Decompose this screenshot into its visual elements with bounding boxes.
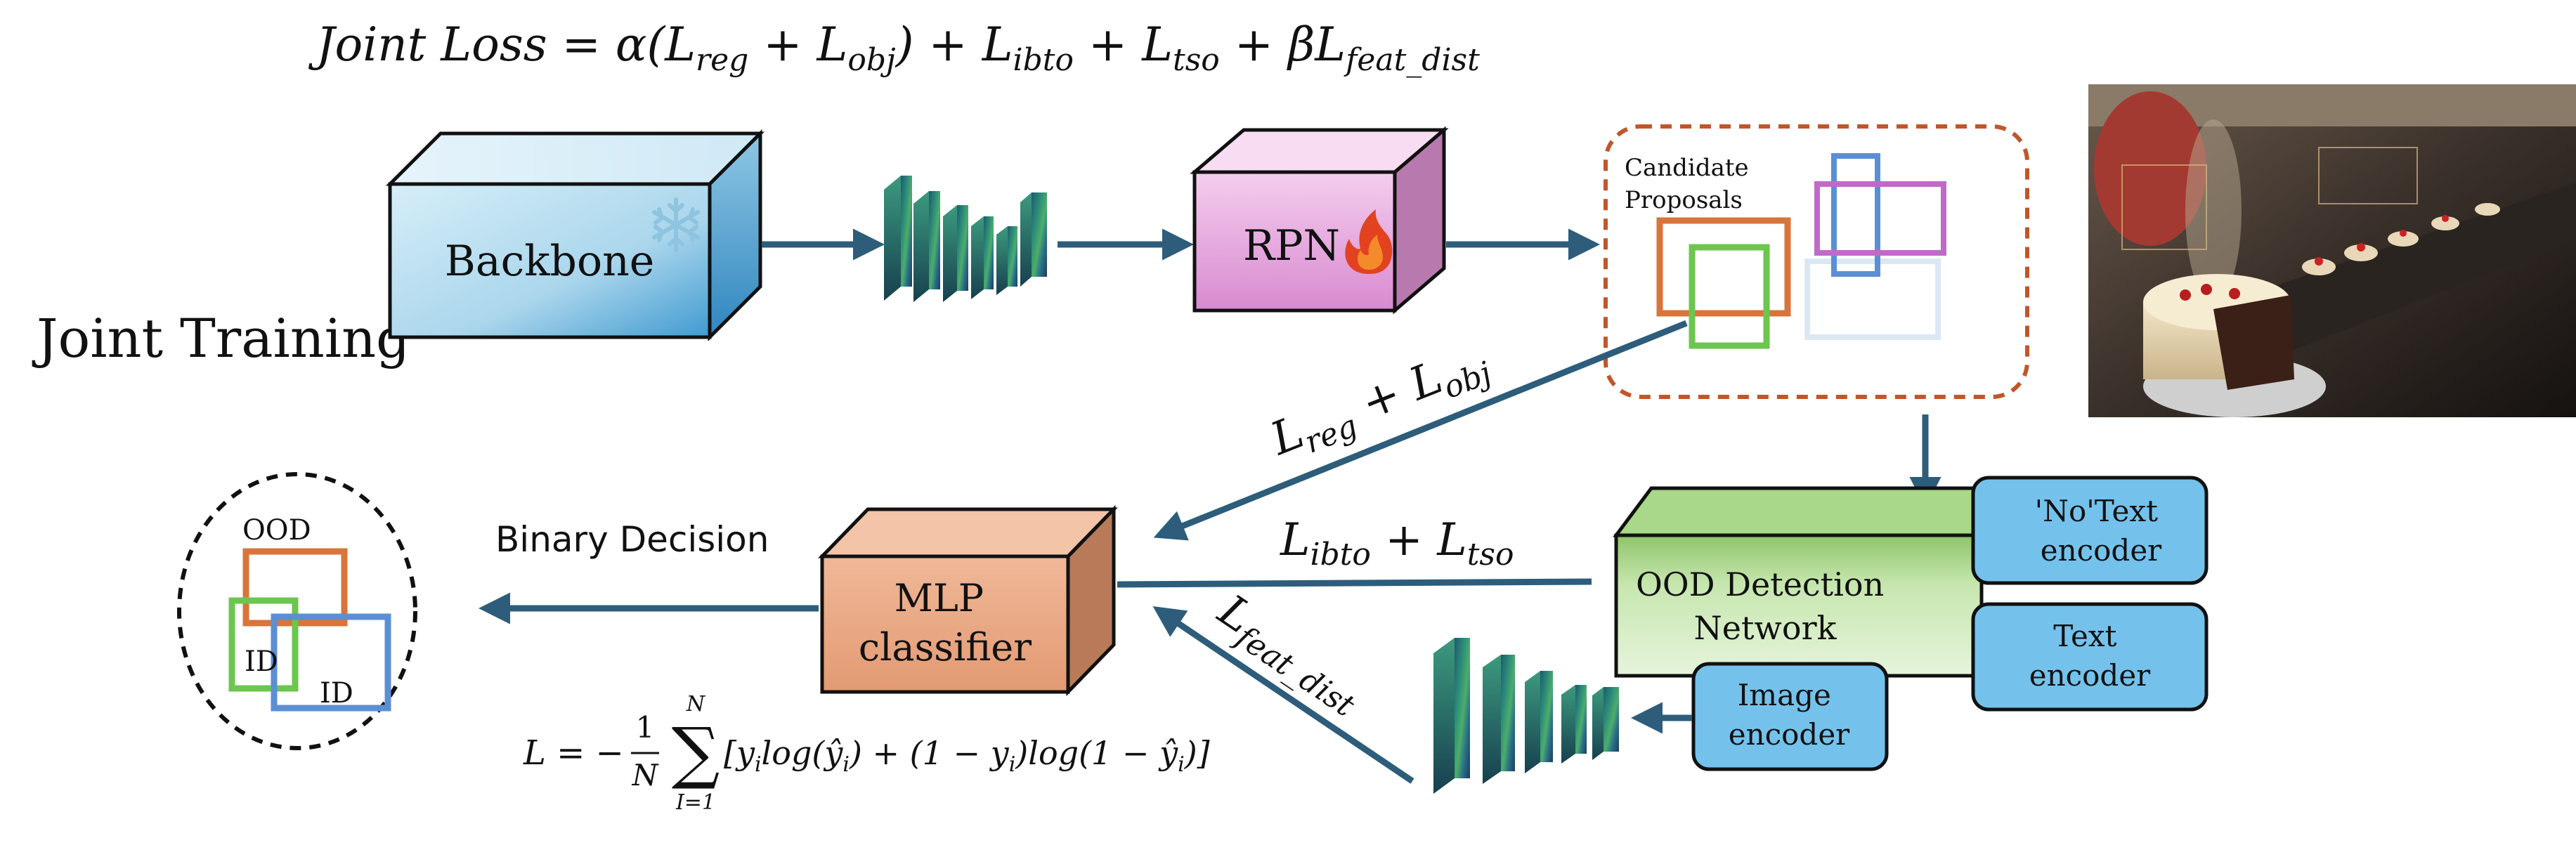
candidate-proposals-label: Candidate Proposals <box>1625 154 1756 214</box>
rpn-block: RPN <box>1190 126 1449 315</box>
proposal-box-light <box>1804 259 1941 340</box>
svg-text:Image encoder: Image encoder <box>1729 678 1850 752</box>
svg-text:'No'Text encoder: 'No'Text encoder <box>2035 494 2168 568</box>
arrow-proposals-to-mlp <box>1153 320 1688 541</box>
svg-text:N: N <box>632 758 659 792</box>
proposal-box-blue <box>1831 153 1880 277</box>
rpn-label: RPN <box>1243 221 1340 270</box>
joint-loss-equation: Joint Loss = α(Lreg + Lobj) + Libto + Lt… <box>308 18 1480 78</box>
no-text-encoder: 'No'Text encoder <box>1971 476 2209 585</box>
loss-feat-dist-label: Lfeat_dist <box>1205 584 1374 724</box>
svg-text:Text encoder: Text encoder <box>2029 619 2151 693</box>
svg-text:L = −: L = − <box>523 733 624 773</box>
candidate-proposals-panel: Candidate Proposals <box>1604 124 2029 399</box>
svg-text:I=1: I=1 <box>675 790 715 815</box>
svg-text:[yilog(ŷi) + (1 − yi)log(1 − ŷ: [yilog(ŷi) + (1 − yi)log(1 − ŷi)] <box>724 734 1210 777</box>
backbone-label: Backbone <box>445 237 655 286</box>
id-label-1: ID <box>245 646 278 678</box>
arrow-ood-to-mlp <box>1117 578 1592 588</box>
id-box-blue <box>271 613 391 712</box>
loss-reg-obj-label: Lreg + Lobj <box>1263 334 1497 472</box>
mlp-label: MLP classifier <box>859 576 1032 669</box>
snowflake-icon <box>652 197 700 252</box>
proposal-box-green <box>1689 244 1770 349</box>
loss-ibto-tso-label: Libto + Ltso <box>1280 514 1514 573</box>
joint-training-label: Joint Training <box>32 307 410 369</box>
image-encoder: Image encoder <box>1691 662 1889 771</box>
ood-network-label: OOD Detection Network <box>1636 565 1894 647</box>
arrow-features-to-mlp <box>1152 606 1414 784</box>
id-label-2: ID <box>320 677 353 709</box>
svg-text:1: 1 <box>636 710 655 745</box>
svg-text:∑: ∑ <box>672 713 720 792</box>
proposal-box-purple <box>1814 181 1946 256</box>
decision-output: OOD ID ID <box>177 472 417 750</box>
feature-maps-top <box>884 176 1047 302</box>
feature-maps-bottom <box>1433 638 1619 794</box>
text-encoder: Text encoder <box>1971 602 2209 712</box>
binary-decision-label: Binary Decision <box>495 519 769 560</box>
backbone-block: Backbone <box>385 129 765 342</box>
fire-icon <box>1345 209 1393 274</box>
bce-loss-formula: L = − 1 N N ∑ I=1 [yilog(ŷi) + (1 − yi)l… <box>523 692 1210 815</box>
proposal-box-orange <box>1656 217 1791 317</box>
svg-text:N: N <box>686 692 706 717</box>
id-box-green <box>228 597 299 692</box>
ood-label: OOD <box>242 514 311 547</box>
sample-image <box>2088 84 2576 417</box>
ood-detection-network: OOD Detection Network <box>1613 486 2020 678</box>
mlp-classifier-block: MLP classifier <box>818 504 1118 697</box>
